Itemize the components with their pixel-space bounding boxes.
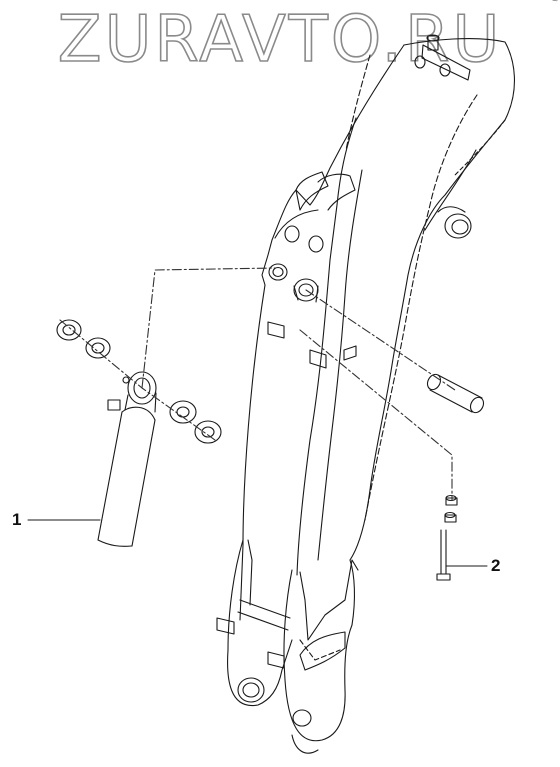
washers [56,319,222,444]
watermark-logo: ZURAVTO.RU [57,2,503,78]
callout-label-1: 1 [12,510,22,529]
assembly-leader-lines [59,267,456,501]
corner-mark: ~ [552,0,558,7]
callout-label-2: 2 [491,556,501,575]
callout-leaders [27,519,488,567]
pivot-pin [426,373,485,414]
boom-arm [216,34,515,754]
hydraulic-cylinder [97,371,157,547]
bolt-assembly [436,494,458,581]
